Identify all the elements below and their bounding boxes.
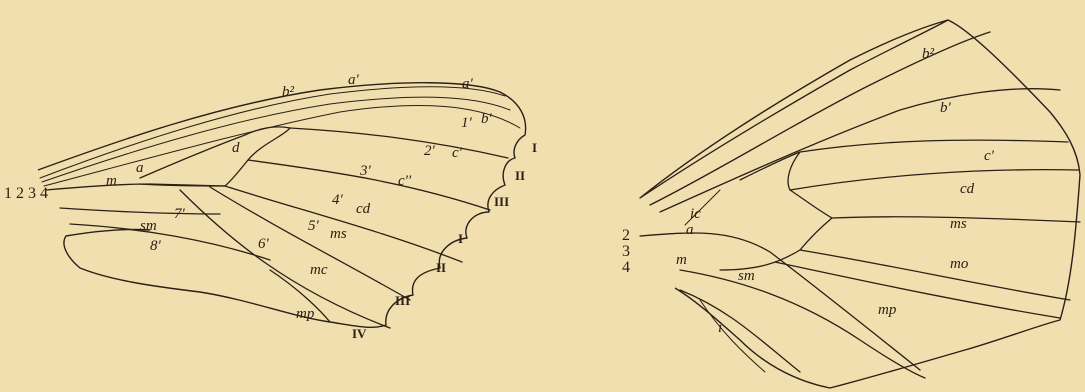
- label-n2: 2': [424, 143, 436, 159]
- label-b1: b': [481, 111, 493, 127]
- hw-label-cd: cd: [960, 181, 975, 197]
- hw-label-mp: mp: [878, 302, 897, 318]
- label-n5: 5': [308, 218, 320, 234]
- label-n8: 8': [150, 238, 162, 254]
- label-m: m: [106, 173, 117, 189]
- label-ms: ms: [330, 226, 347, 242]
- roman-r1: I: [532, 140, 537, 155]
- label-d: d: [232, 140, 240, 156]
- hw-label-n3: 3: [622, 243, 630, 260]
- label-n7: 7': [174, 206, 186, 222]
- hw-label-i: i: [718, 320, 722, 336]
- label-mp: mp: [296, 306, 315, 322]
- label-base-veins: 1 2 3 4: [4, 185, 48, 202]
- label-mc: mc: [310, 262, 328, 278]
- hw-label-a: a: [686, 222, 694, 238]
- hw-label-ic: ic: [690, 206, 701, 222]
- hw-label-m: m: [676, 252, 687, 268]
- forewing-outline: [38, 83, 526, 328]
- hw-label-mo: mo: [950, 256, 969, 272]
- roman-r7: IV: [352, 326, 367, 341]
- hw-label-b2: b²: [922, 46, 935, 62]
- label-a: a: [136, 160, 144, 176]
- forewing-median-vein: [46, 184, 225, 190]
- roman-r5: II: [436, 260, 446, 275]
- label-c1: c': [452, 145, 463, 161]
- hw-label-c1: c': [984, 148, 995, 164]
- hw-label-sm: sm: [738, 268, 755, 284]
- label-a1-a: a': [348, 72, 360, 88]
- label-sm: sm: [140, 218, 157, 234]
- forewing-discal-cell: [140, 127, 290, 186]
- roman-r4: I: [458, 231, 463, 246]
- label-n3: 3': [359, 163, 372, 179]
- forewing-submedian-vein: [60, 208, 270, 260]
- hw-label-b1: b': [940, 100, 952, 116]
- label-n1: 1': [461, 115, 473, 131]
- label-n6: 6': [258, 236, 270, 252]
- roman-r6: III: [395, 293, 410, 308]
- roman-r2: II: [515, 168, 525, 183]
- forewing: b² a' a' b' 1' d a m 2' c' 3' c'' 4' cd …: [4, 72, 537, 341]
- hw-label-n4: 4: [622, 259, 630, 276]
- label-a1-b: a': [462, 76, 474, 92]
- roman-r3: III: [494, 194, 509, 209]
- forewing-subcosta-vein: [42, 97, 510, 182]
- label-b2: b²: [282, 84, 295, 100]
- label-n4: 4': [332, 192, 344, 208]
- label-cd: cd: [356, 201, 371, 217]
- hw-label-n2: 2: [622, 227, 630, 244]
- forewing-costa-vein: [40, 87, 505, 178]
- hw-label-ms: ms: [950, 216, 967, 232]
- hindwing: b² b' c' cd ms mo mp ic a m sm i 2 3 4: [622, 20, 1080, 388]
- label-c2: c'': [398, 173, 412, 189]
